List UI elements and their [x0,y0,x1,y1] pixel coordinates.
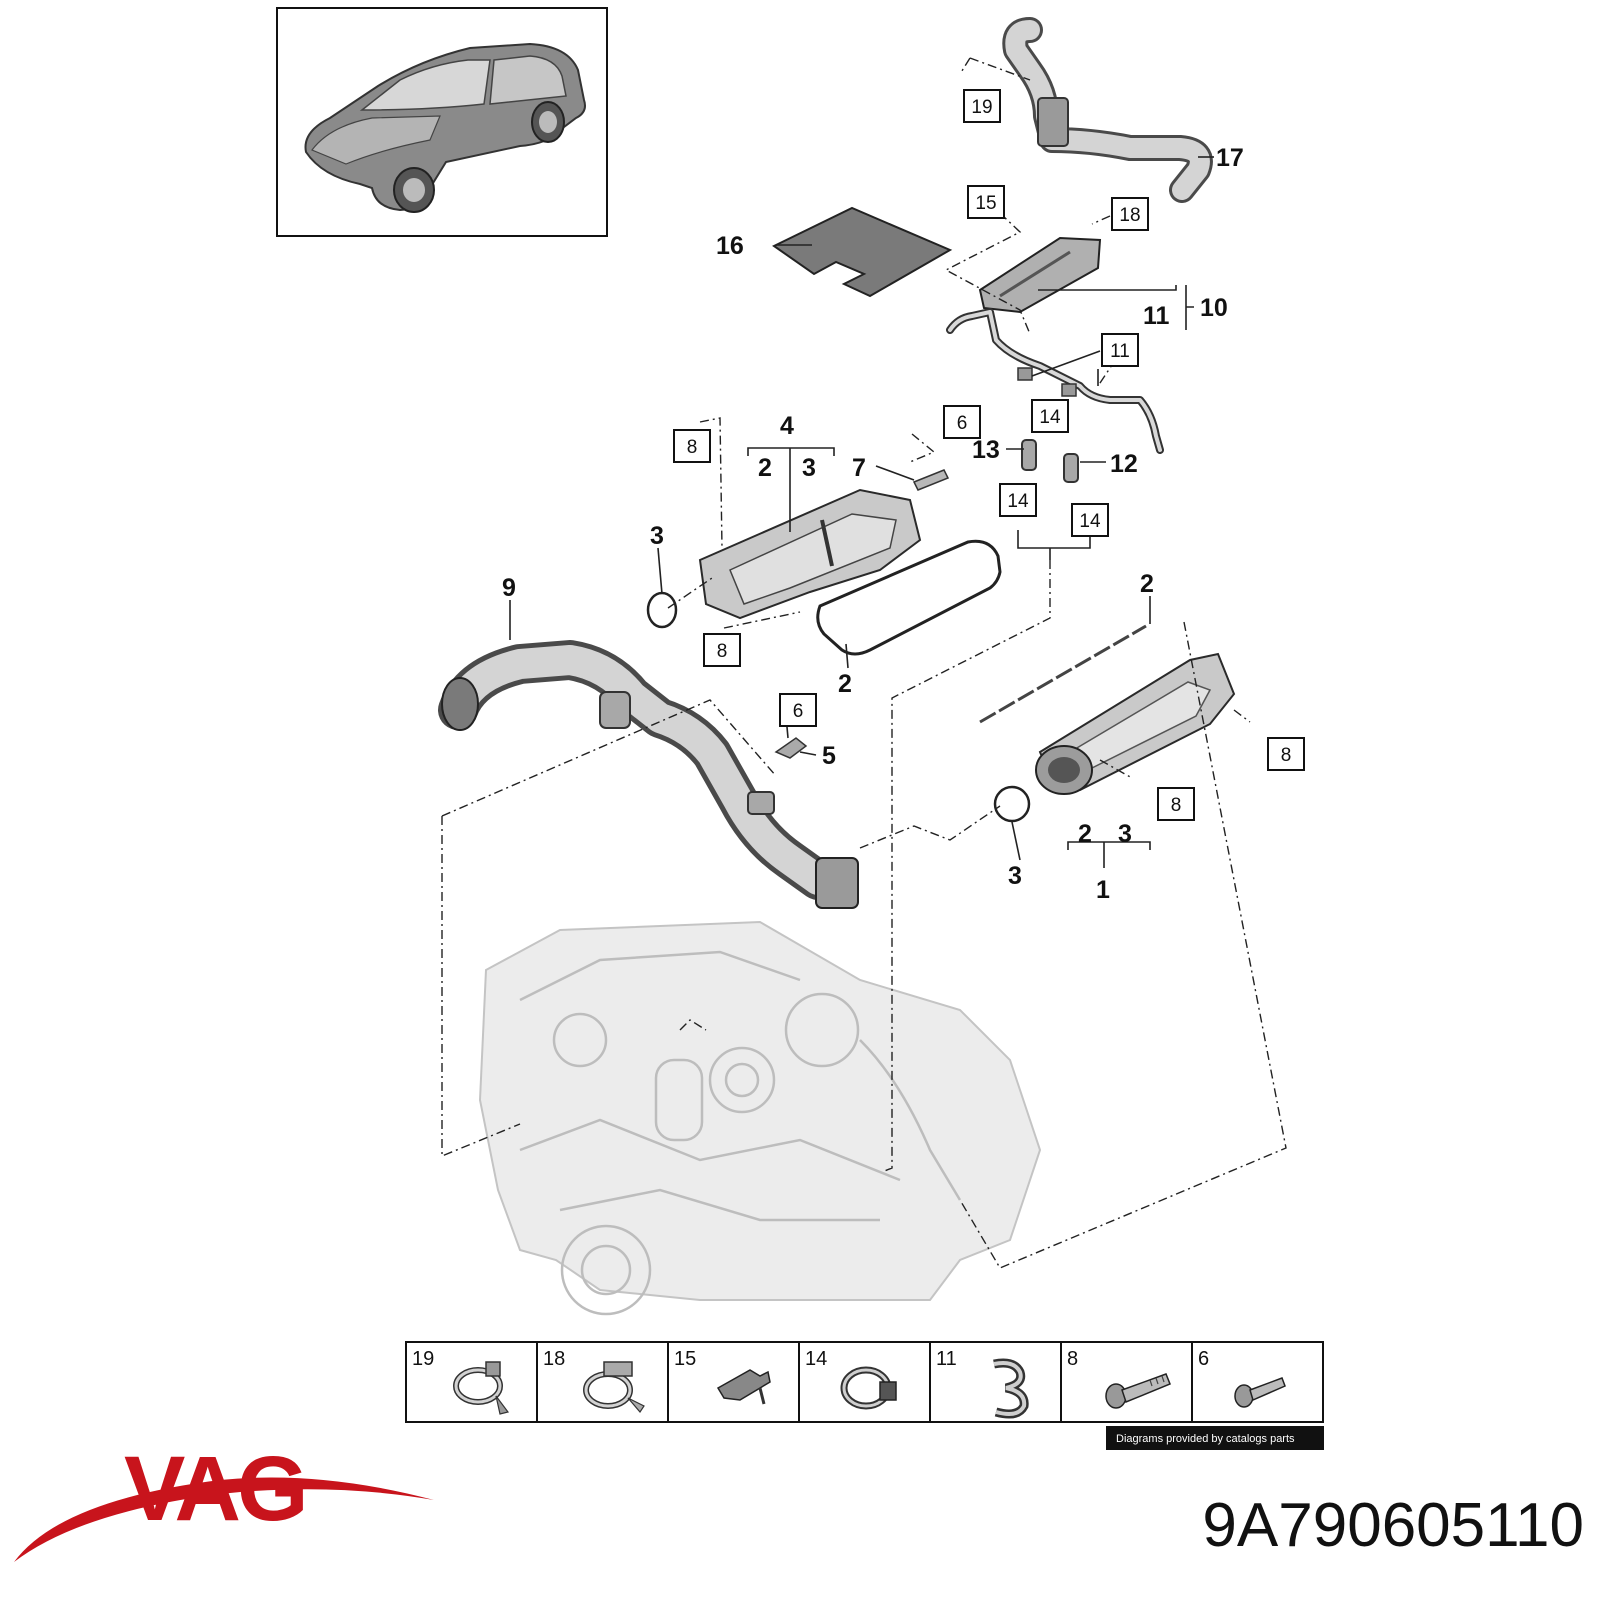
svg-text:11: 11 [1110,341,1130,362]
boxed-callout-15: 15 [967,185,1005,219]
gasket-2-upper [816,539,1002,656]
callout-2-manifold-1: 2 [1078,820,1092,848]
diagram-credit: Diagrams provided by catalogs parts [1106,1426,1324,1450]
table-cell-number: 6 [1198,1348,1209,1370]
boxed-callout-8-b: 8 [703,633,741,667]
leader-lines [509,156,1214,868]
callout-3-upper-o-ring: 3 [650,522,664,550]
boxed-callout-8-c: 8 [1267,737,1305,771]
hose-clamp-icon [583,1361,645,1413]
hose-clamp-icon [453,1361,510,1415]
callout-11: 11 [1143,302,1170,330]
table-cell-number: 8 [1067,1348,1078,1370]
callout-2-rod: 2 [1140,570,1154,598]
svg-text:15: 15 [975,193,996,214]
intake-manifold-4 [698,488,922,620]
boxed-callout-8-d: 8 [1157,787,1195,821]
pipe-holder-icon [993,1358,1029,1419]
callout-3-lower-o-ring: 3 [1008,862,1022,890]
callout-2-gasket: 2 [838,670,852,698]
callout-10: 10 [1200,294,1228,322]
callout-13: 13 [972,436,1000,464]
svg-text:8: 8 [687,437,698,458]
table-cell-number: 19 [412,1348,434,1370]
callout-16: 16 [716,232,744,260]
o-ring-3-lower [993,785,1031,823]
table-cell-number: 14 [805,1348,827,1370]
callout-3-manifold-4: 3 [802,454,816,482]
callout-12: 12 [1110,450,1138,478]
boxed-callout-14-b: 14 [999,483,1037,517]
o-ring-3-upper [646,591,678,629]
svg-text:Diagrams provided by catalogs: Diagrams provided by catalogs parts [1116,1433,1295,1445]
boxed-callout-8-a: 8 [673,429,711,463]
part-number: 9A790605110 [1202,1491,1584,1560]
svg-text:8: 8 [1171,795,1182,816]
callout-3-manifold-1: 3 [1118,820,1132,848]
callout-4: 4 [780,412,794,440]
dashed-reference-lines [441,57,1287,1269]
bracket-5 [774,737,808,759]
small-hoses-12-13 [1021,439,1079,483]
callout-5: 5 [822,742,836,770]
boxed-callout-19: 19 [963,89,1001,123]
table-cell-number: 15 [674,1348,696,1370]
callout-9: 9 [502,574,516,602]
callout-7: 7 [852,454,866,482]
svg-text:14: 14 [1079,511,1101,532]
vehicle-thumbnail [276,7,608,237]
svg-text:8: 8 [1281,745,1292,766]
table-cell-number: 11 [936,1348,957,1370]
sensor-7 [912,469,950,491]
boxed-callout-11: 11 [1101,333,1139,367]
oil-separator-10 [978,236,1102,314]
boxed-callout-6-bracket: 6 [779,693,817,727]
insulation-mat-16 [772,206,953,298]
callout-17: 17 [1216,144,1244,172]
callout-1: 1 [1096,876,1110,904]
boxed-callout-18: 18 [1111,197,1149,231]
svg-text:6: 6 [957,413,968,434]
table-cell-number: 18 [543,1348,565,1370]
hardware-table: 19 18 15 14 11 8 6 [405,1341,1324,1423]
bolt-icon [1234,1377,1286,1408]
callout-2-manifold-4: 2 [758,454,772,482]
gasket-2-rod [979,624,1147,724]
svg-text:VAG: VAG [124,1438,305,1540]
retaining-clip-icon [716,1369,771,1405]
breather-hose-17 [1002,17,1213,203]
svg-text:18: 18 [1119,205,1140,226]
svg-text:8: 8 [717,641,728,662]
vag-logo: VAG [14,1438,434,1562]
flange-bolt-icon [1105,1373,1171,1409]
svg-text:19: 19 [971,97,992,118]
svg-text:6: 6 [793,701,804,722]
svg-text:14: 14 [1007,491,1029,512]
engine-block [478,920,1042,1316]
band-clamp-icon [840,1366,897,1410]
vent-pipe [946,308,1164,454]
intake-manifold-1 [1035,652,1236,795]
svg-text:14: 14 [1039,407,1061,428]
charge-air-pipe-9 [438,640,859,909]
boxed-callout-6-sensor: 6 [943,405,981,439]
boxed-callout-14-c: 14 [1071,503,1109,537]
boxed-callout-14-a: 14 [1031,399,1069,433]
